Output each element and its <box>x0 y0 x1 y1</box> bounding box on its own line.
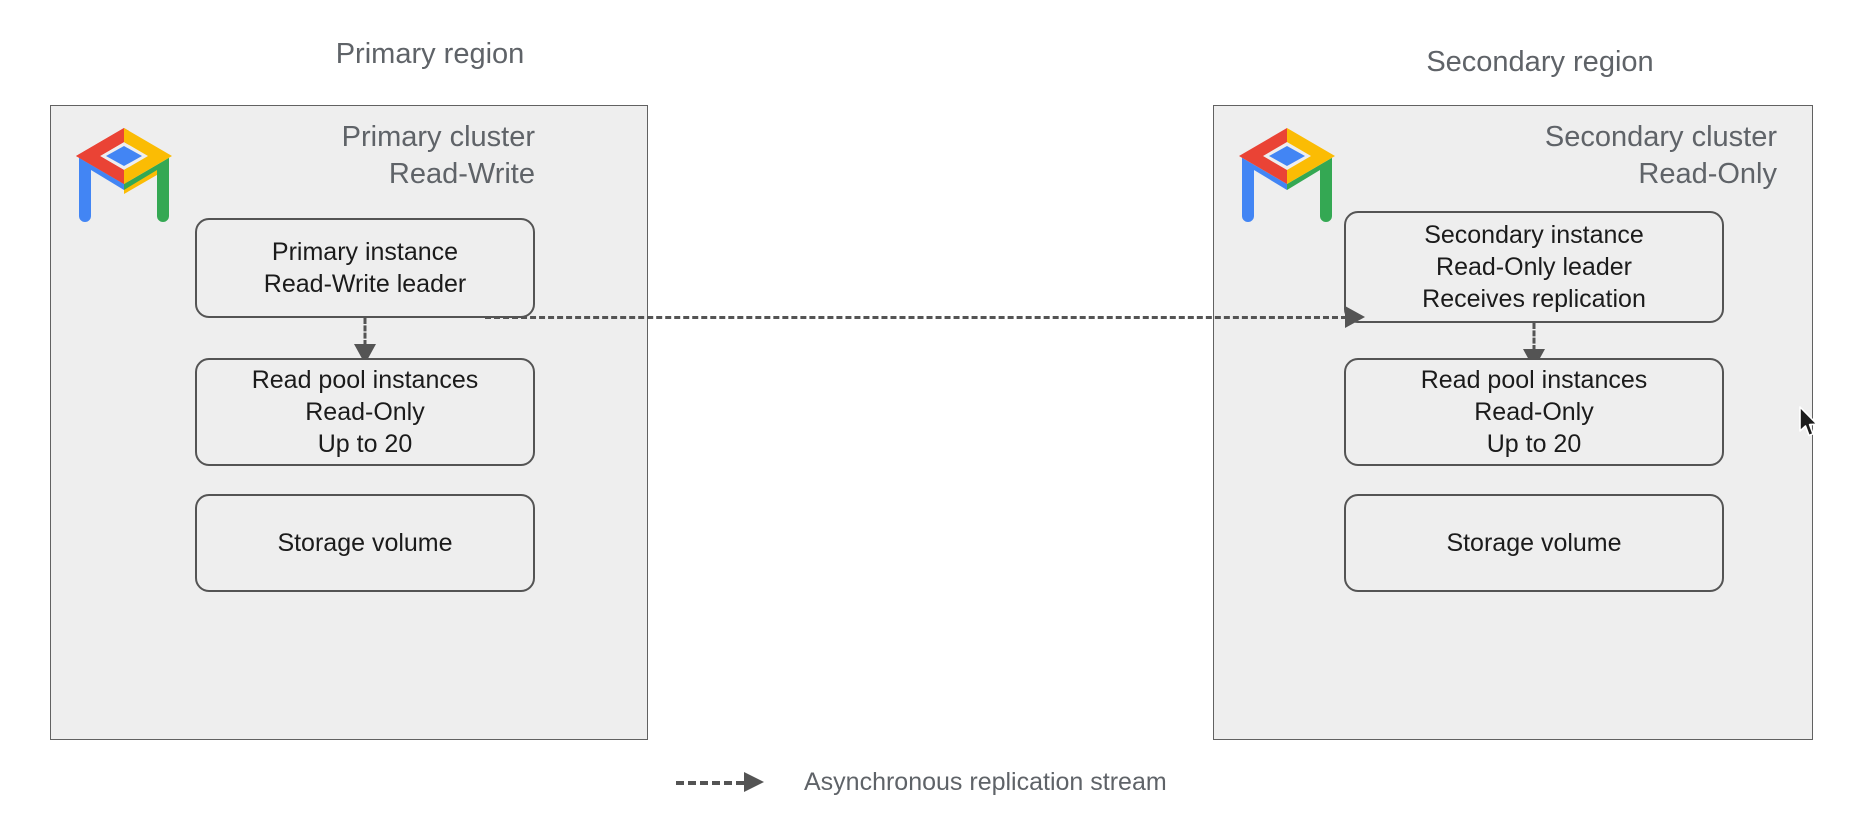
arrow-head-right-icon <box>744 772 764 792</box>
primary-region-label: Primary region <box>335 38 525 70</box>
primary-cluster-title: Primary cluster Read-Write <box>341 121 535 190</box>
secondary-region-label: Secondary region <box>1426 46 1654 78</box>
secondary-cluster-container: Secondary cluster Read-Only Secondary in… <box>1213 105 1813 740</box>
arrow-head-right-icon <box>1345 306 1365 328</box>
node-storage-volume-primary[interactable]: Storage volume <box>195 494 535 592</box>
legend: Asynchronous replication stream <box>676 768 1167 796</box>
alloydb-logo-icon <box>1239 128 1335 222</box>
dashed-line <box>676 781 744 785</box>
connector-stem <box>1532 323 1536 351</box>
legend-marker-dashed-arrow-icon <box>676 772 768 792</box>
primary-cluster-container: Primary cluster Read-Write Primary insta… <box>50 105 648 740</box>
legend-label-async-replication: Asynchronous replication stream <box>804 768 1167 796</box>
node-read-pool-instances-primary[interactable]: Read pool instances Read-Only Up to 20 <box>195 358 535 466</box>
secondary-cluster-title: Secondary cluster Read-Only <box>1544 121 1777 190</box>
cross-region-replication-arrow <box>485 305 1365 329</box>
alloydb-logo-icon <box>76 128 172 222</box>
node-secondary-instance[interactable]: Secondary instance Read-Only leader Rece… <box>1344 211 1724 323</box>
node-primary-instance[interactable]: Primary instance Read-Write leader <box>195 218 535 318</box>
connector-stem <box>363 318 367 346</box>
dashed-line <box>485 316 1347 319</box>
node-storage-volume-secondary[interactable]: Storage volume <box>1344 494 1724 592</box>
node-read-pool-instances-secondary[interactable]: Read pool instances Read-Only Up to 20 <box>1344 358 1724 466</box>
